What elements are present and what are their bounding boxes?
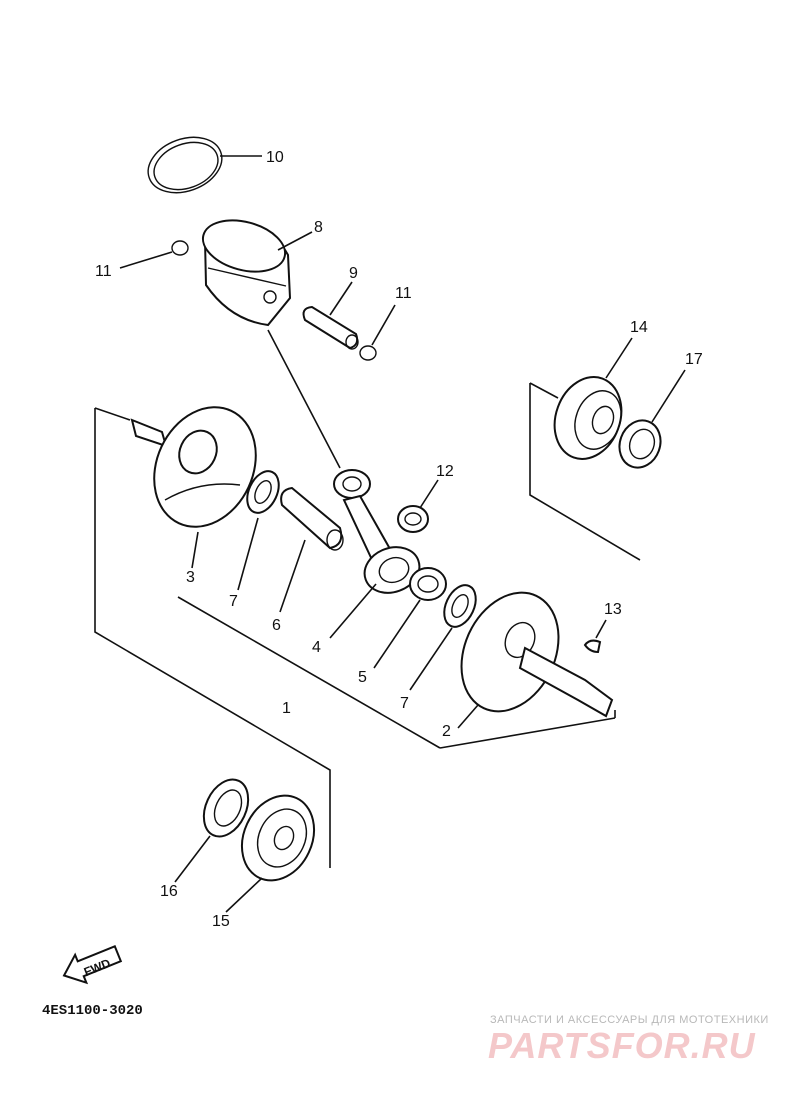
bearing-lower-left (241, 794, 315, 882)
callout-1: 1 (282, 700, 291, 717)
needle-bearing-big-end (409, 567, 447, 601)
bearing-upper-right (553, 376, 623, 460)
callout-2: 2 (442, 723, 451, 740)
callout-8: 8 (314, 219, 323, 236)
callout-10: 10 (266, 149, 284, 166)
callout-7-right: 7 (400, 695, 409, 712)
oil-seal-right (618, 419, 662, 469)
oil-seal-left (202, 778, 250, 838)
connecting-rod (333, 469, 421, 594)
piston-ring (147, 136, 223, 194)
callout-16: 16 (160, 883, 178, 900)
callout-5: 5 (358, 669, 367, 686)
callout-11-right: 11 (395, 285, 412, 302)
circlip-right (359, 345, 377, 361)
crank-wheel-left (130, 406, 257, 528)
thrust-washer-left (246, 470, 280, 514)
callout-6: 6 (272, 617, 281, 634)
needle-bearing-small-end (397, 505, 429, 533)
thrust-washer-right (443, 584, 477, 628)
callout-7-left: 7 (229, 593, 238, 610)
piston (201, 219, 292, 327)
callout-9: 9 (349, 265, 358, 282)
callout-4: 4 (312, 639, 321, 656)
piston-pin (302, 305, 359, 350)
callout-17: 17 (685, 351, 703, 368)
crank-pin (280, 486, 344, 551)
diagram-code: 4ES1100-3020 (42, 1003, 143, 1019)
crank-wheel-right (460, 591, 614, 718)
callout-13: 13 (604, 601, 622, 618)
callout-11-left: 11 (95, 263, 112, 280)
callout-12: 12 (436, 463, 454, 480)
woodruff-key (583, 639, 602, 654)
watermark-brand: PARTSFOR.RU (488, 1025, 756, 1066)
circlip-left (171, 240, 189, 256)
callout-15: 15 (212, 913, 230, 930)
callout-14: 14 (630, 319, 648, 336)
callout-3: 3 (186, 569, 195, 586)
forward-direction-arrow (62, 945, 123, 985)
watermark-tagline: ЗАПЧАСТИ И АКСЕССУАРЫ ДЛЯ МОТОТЕХНИКИ (490, 1014, 769, 1026)
